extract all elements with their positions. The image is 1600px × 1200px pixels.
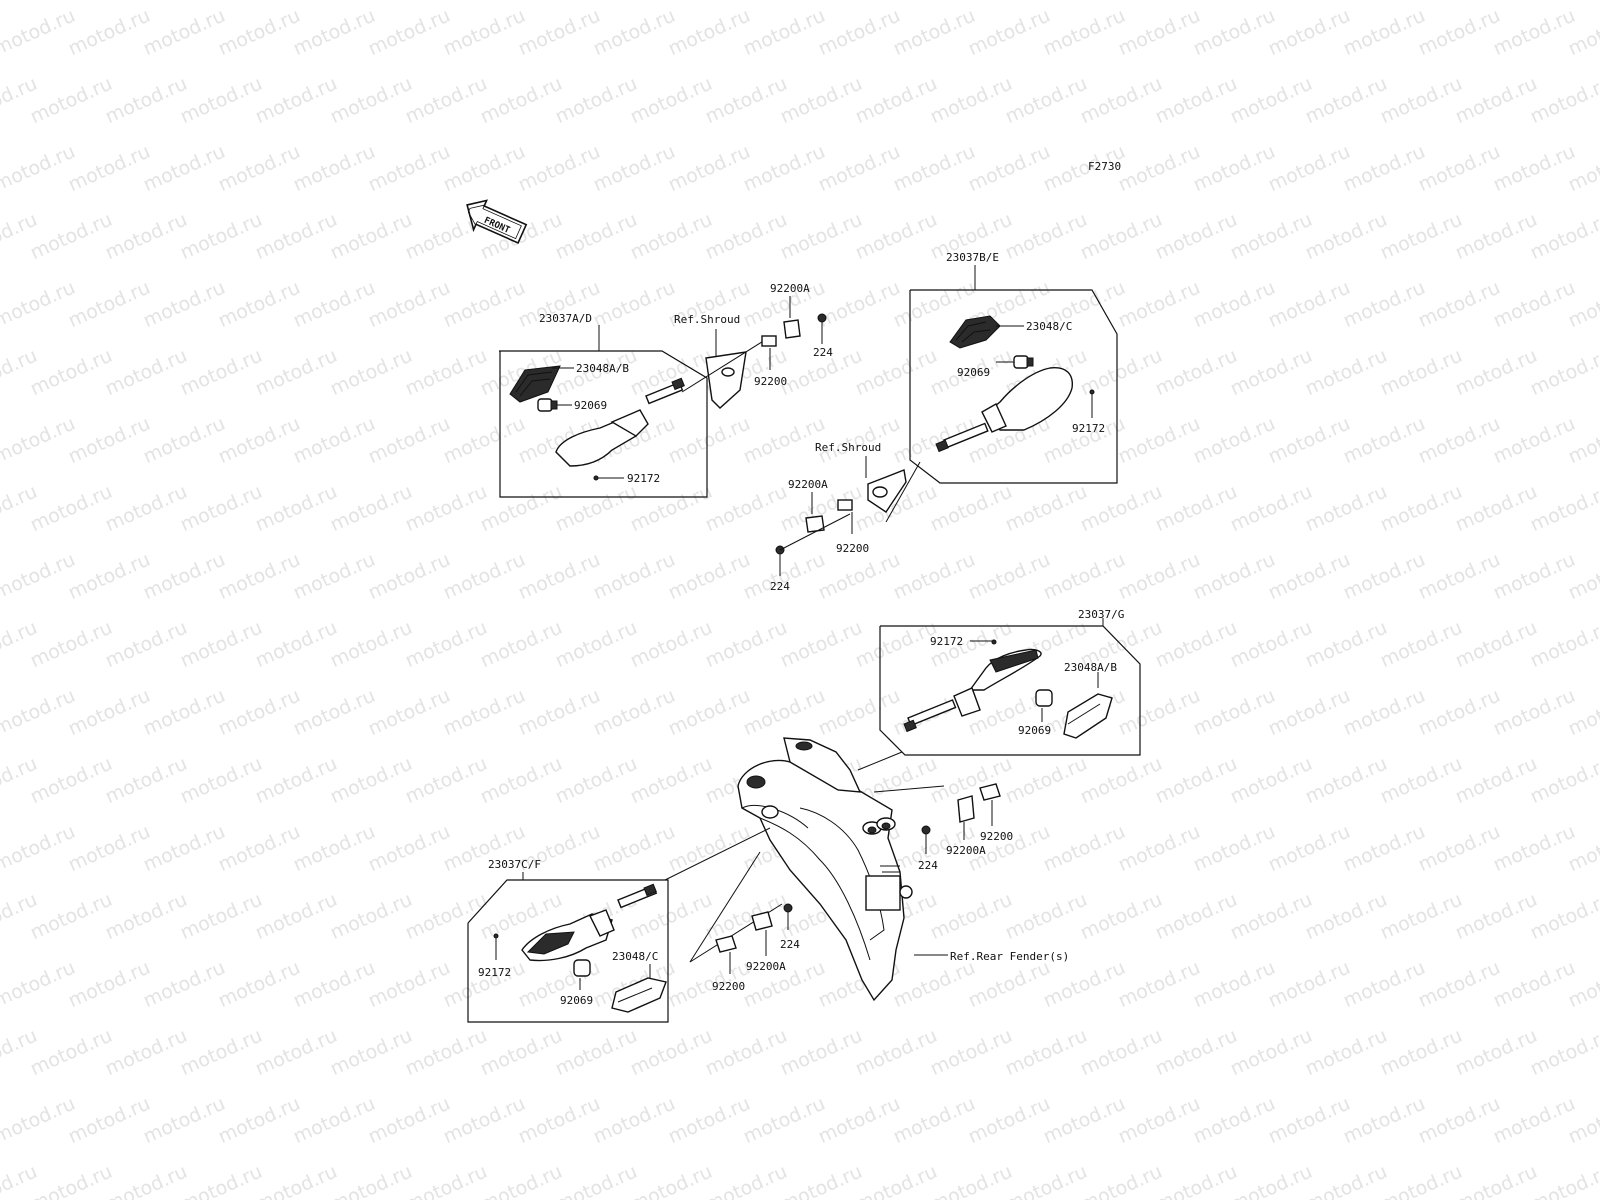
label-front-left-screw: 92172 (627, 472, 660, 485)
rear-left-bulb-icon (573, 959, 591, 977)
rear-left-hardware: 224 92200A 92200 (689, 851, 800, 993)
label-washer-rear-left: 92200 (712, 980, 745, 993)
nut-top-icon (817, 313, 827, 323)
label-rear-left-assy: 23037C/F (488, 858, 541, 871)
label-rear-left-bulb: 92069 (560, 994, 593, 1007)
front-left-housing-icon (555, 377, 685, 467)
label-washer-mid: 92200 (836, 542, 869, 555)
rear-left-housing-icon (521, 883, 658, 962)
label-washer-rear-right: 92200 (980, 830, 1013, 843)
front-right-bulb-icon (1013, 355, 1034, 369)
rear-right-housing-icon (903, 648, 1042, 733)
shroud-right-group: Ref.Shroud 92200A 92200 224 (770, 441, 921, 593)
label-front-right-assy: 23037B/E (946, 251, 999, 264)
washer-a-top-icon (783, 319, 801, 339)
label-shroud-right: Ref.Shroud (815, 441, 881, 454)
figure-code: F2730 (1088, 160, 1121, 173)
washer-a-rear-left-icon (751, 911, 773, 931)
label-rear-right-assy: 23037/G (1078, 608, 1124, 621)
nut-rear-left-icon (783, 903, 793, 913)
rear-fender-icon (737, 737, 913, 1002)
rear-left-lens-icon (611, 977, 667, 1013)
label-nut-top: 224 (813, 346, 833, 359)
label-washer-top: 92200 (754, 375, 787, 388)
label-front-left-lens: 23048A/B (576, 362, 629, 375)
rear-right-bulb-icon (1035, 689, 1053, 707)
label-front-left-assy: 23037A/D (539, 312, 592, 325)
label-nut-mid: 224 (770, 580, 790, 593)
front-right-lens-icon (949, 315, 1001, 349)
rear-left-signal-group: 23037C/F 92172 23048/C 92069 (467, 827, 771, 1023)
label-front-right-bulb: 92069 (957, 366, 990, 379)
washer-a-mid-icon (805, 515, 825, 533)
rear-right-signal-group: 23037/G 92172 23048A/B 92069 (879, 608, 1141, 756)
label-washer-a-mid: 92200A (788, 478, 828, 491)
label-washer-a-rear-left: 92200A (746, 960, 786, 973)
label-washer-a-rear-right: 92200A (946, 844, 986, 857)
front-left-lens-icon (509, 365, 561, 403)
washer-rear-left-icon (715, 935, 737, 953)
label-front-right-screw: 92172 (1072, 422, 1105, 435)
washer-a-rear-right-icon (957, 795, 975, 823)
label-nut-rear-right: 224 (918, 859, 938, 872)
shroud-left-group: Ref.Shroud 92200A 92200 224 (674, 282, 833, 409)
label-nut-rear-left: 224 (780, 938, 800, 951)
label-front-right-lens: 23048/C (1026, 320, 1072, 333)
front-right-housing-icon (935, 367, 1073, 453)
washer-rear-right-icon (979, 783, 1001, 801)
label-rear-right-lens: 23048A/B (1064, 661, 1117, 674)
label-rear-fender: Ref.Rear Fender(s) (950, 950, 1069, 963)
washer-top-icon (761, 335, 777, 347)
rear-right-hardware: 92200 92200A 224 (857, 751, 1013, 872)
rear-right-lens-icon (1063, 693, 1113, 739)
label-rear-right-screw: 92172 (930, 635, 963, 648)
label-shroud-left: Ref.Shroud (674, 313, 740, 326)
label-washer-a-top: 92200A (770, 282, 810, 295)
front-left-signal-group: 23037A/D 23048A/B 92069 92172 (499, 312, 708, 498)
label-rear-left-lens: 23048/C (612, 950, 658, 963)
front-arrow-icon: FRONT (466, 199, 528, 245)
nut-rear-right-icon (921, 825, 931, 835)
front-right-signal-group: 23037B/E 23048/C 92069 92172 (909, 251, 1118, 484)
washer-mid-icon (837, 499, 853, 511)
label-front-left-bulb: 92069 (574, 399, 607, 412)
label-rear-left-screw: 92172 (478, 966, 511, 979)
front-left-bulb-icon (537, 398, 558, 412)
label-rear-right-bulb: 92069 (1018, 724, 1051, 737)
